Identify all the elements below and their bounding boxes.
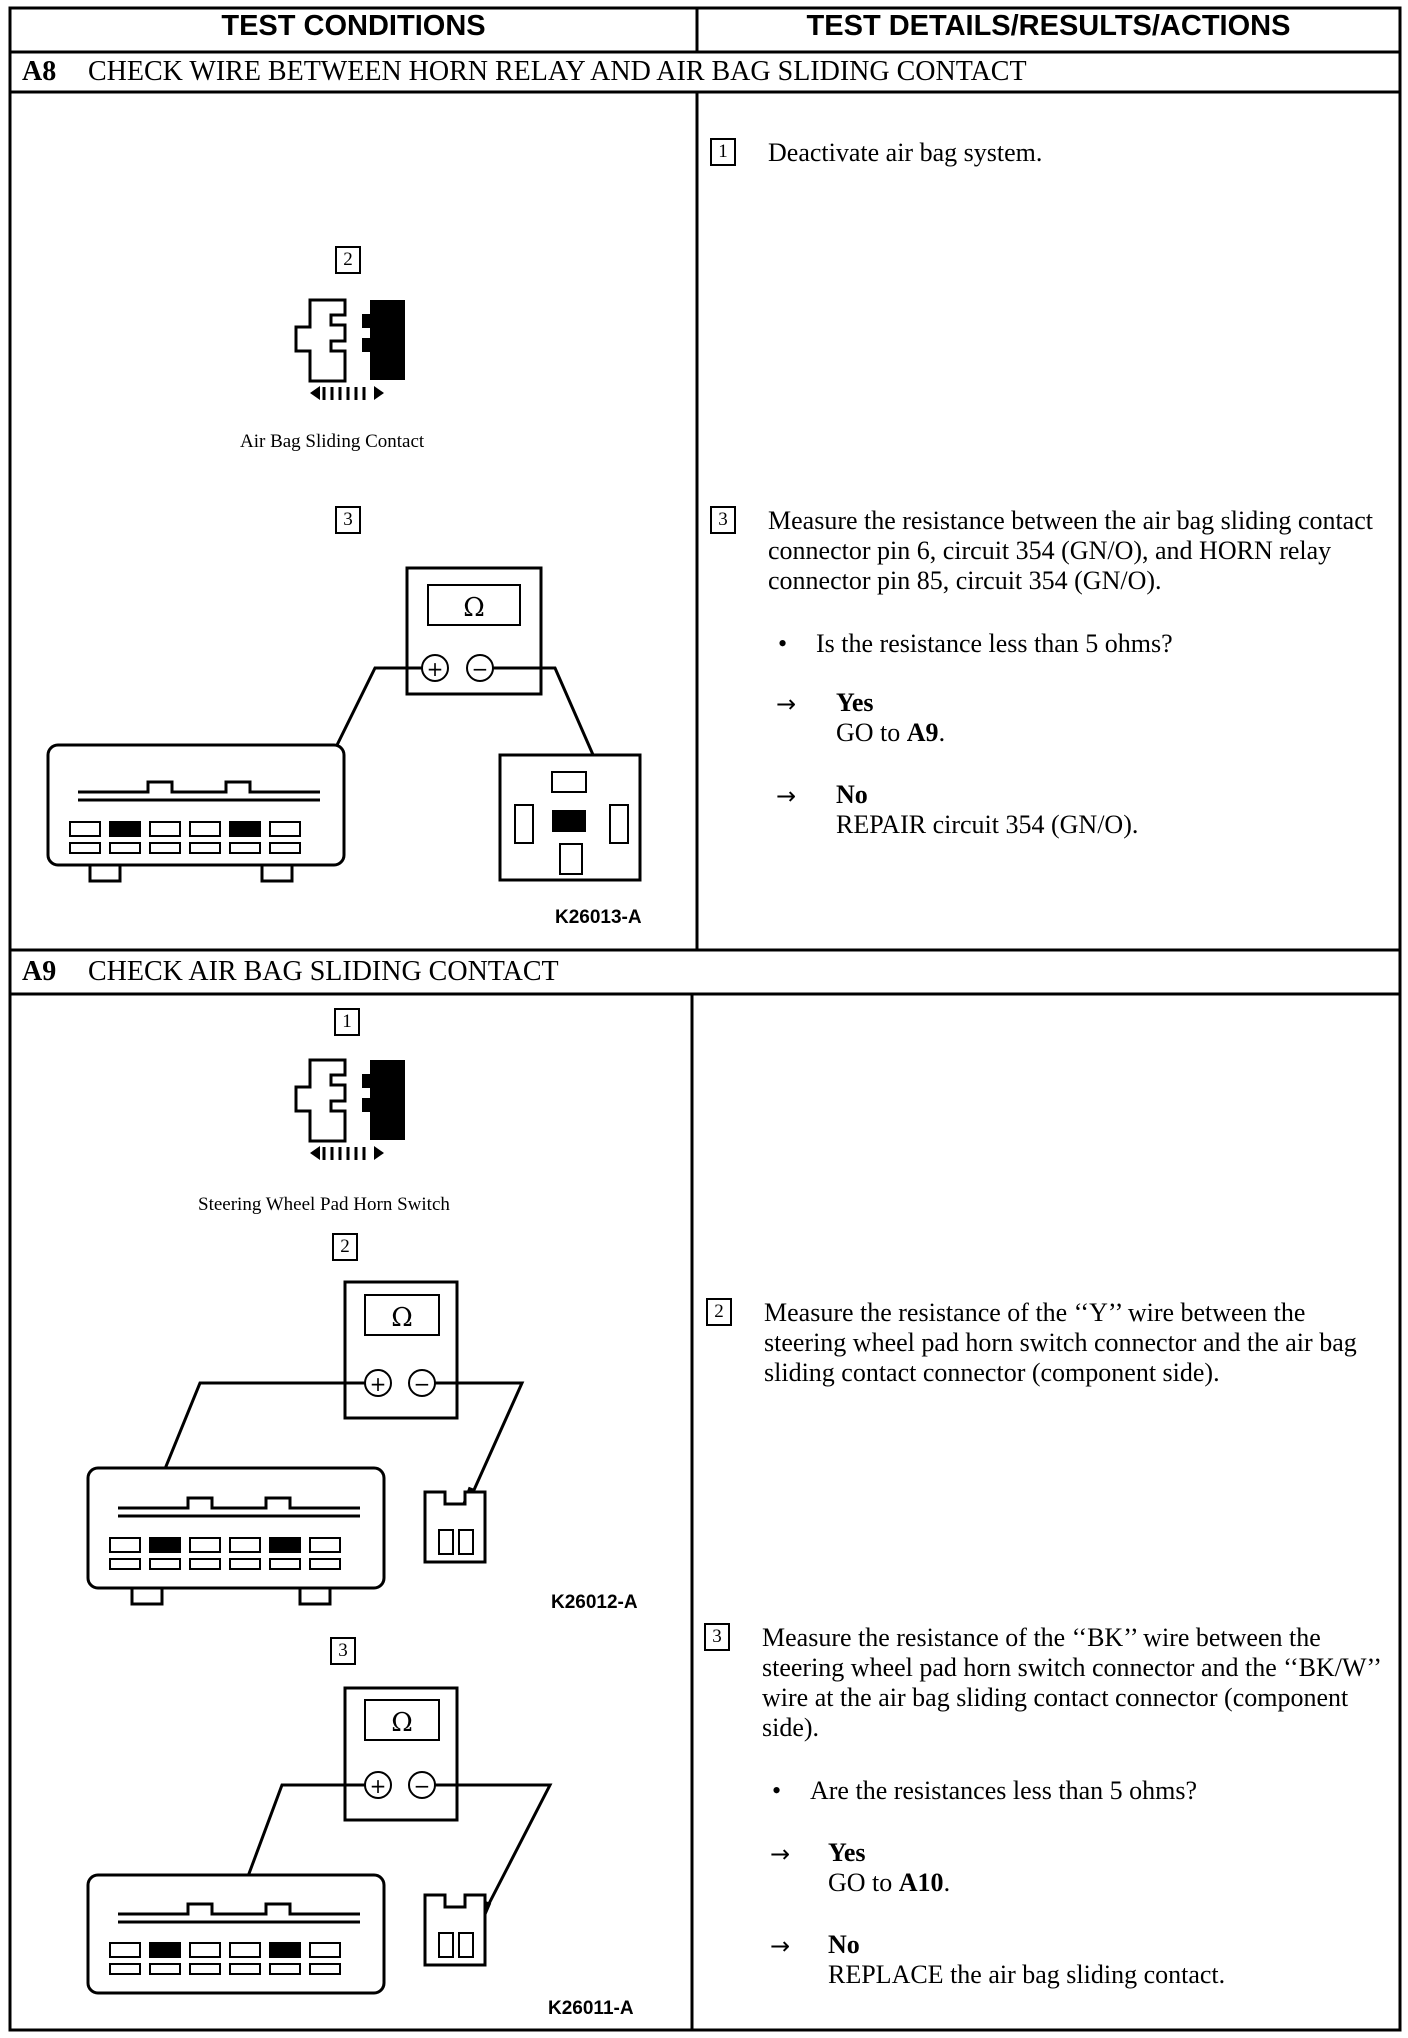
- ohm-symbol: Ω: [463, 593, 485, 623]
- svg-text:−: −: [472, 657, 489, 681]
- a8-no-label: No: [836, 780, 868, 809]
- a8-step-3-box-right: 3: [710, 506, 736, 534]
- a8-yes-label: Yes: [836, 688, 874, 717]
- svg-text:+: +: [427, 657, 444, 681]
- a8-question-bullet: •: [778, 629, 788, 658]
- a9-step-2-text: Measure the resistance of the ‘‘Y’’ wire…: [764, 1298, 1357, 1387]
- a9-figure-id-2: K26011-A: [548, 1998, 634, 2019]
- a8-caption-connector: Air Bag Sliding Contact: [240, 431, 425, 452]
- a9-step-2-box: 2: [332, 1233, 358, 1261]
- connector-disconnect-icon: [294, 298, 405, 400]
- a9-figure-id-1: K26012-A: [551, 1592, 638, 1613]
- a9-yes-action: GO to A10.: [828, 1868, 951, 1897]
- a9-step-1-box: 1: [334, 1008, 360, 1036]
- a9-question-bullet: •: [772, 1776, 782, 1805]
- a8-step-3-text: Measure the resistance between the air b…: [768, 506, 1373, 595]
- a9-caption-connector: Steering Wheel Pad Horn Switch: [198, 1194, 450, 1215]
- a9-no-label: No: [828, 1930, 860, 1959]
- header-test-conditions: TEST CONDITIONS: [221, 10, 486, 42]
- section-a8-code: A8: [22, 56, 57, 87]
- svg-text:+: +: [370, 1372, 387, 1396]
- svg-text:−: −: [414, 1372, 431, 1396]
- a9-question: Are the resistances less than 5 ohms?: [810, 1776, 1198, 1805]
- a8-question: Is the resistance less than 5 ohms?: [816, 629, 1173, 658]
- ohm-symbol: Ω: [391, 1708, 413, 1738]
- a8-step-2-box: 2: [335, 246, 361, 274]
- section-a8-heading: CHECK WIRE BETWEEN HORN RELAY AND AIR BA…: [88, 56, 1027, 87]
- a8-step-1-text: Deactivate air bag system.: [768, 138, 1043, 167]
- a9-step-3-box: 3: [330, 1637, 356, 1665]
- section-a9-title: A9 CHECK AIR BAG SLIDING CONTACT: [22, 956, 559, 988]
- a8-figure-id: K26013-A: [555, 907, 642, 928]
- a8-no-arrow: →: [776, 782, 797, 810]
- connector-disconnect-icon-a9: [294, 1058, 405, 1160]
- a8-yes-target: A9: [906, 718, 939, 747]
- section-a9-code: A9: [22, 956, 57, 987]
- a9-yes-label: Yes: [828, 1838, 866, 1867]
- section-a9-heading: CHECK AIR BAG SLIDING CONTACT: [88, 956, 559, 987]
- a9-ohmmeter-diagram-1: Ω + −: [86, 1280, 525, 1606]
- ohm-symbol: Ω: [391, 1303, 413, 1333]
- a8-yes-arrow: →: [776, 690, 797, 718]
- a8-yes-action: GO to A9.: [836, 718, 946, 747]
- a9-step-3-box-right: 3: [704, 1623, 730, 1651]
- a8-ohmmeter-diagram: Ω + −: [46, 566, 642, 883]
- a9-no-arrow: →: [770, 1932, 791, 1960]
- a9-step-2-box-right: 2: [706, 1298, 732, 1326]
- section-a8-title: A8 CHECK WIRE BETWEEN HORN RELAY AND AIR …: [22, 56, 1027, 88]
- a9-yes-arrow: →: [770, 1840, 791, 1868]
- header-test-details: TEST DETAILS/RESULTS/ACTIONS: [806, 10, 1291, 42]
- a8-no-action: REPAIR circuit 354 (GN/O).: [836, 810, 1139, 839]
- a9-yes-target: A10: [898, 1868, 944, 1897]
- a9-step-3-text: Measure the resistance of the ‘‘BK’’ wir…: [762, 1623, 1380, 1742]
- a8-step-3-box: 3: [335, 506, 361, 534]
- a8-step-1-box: 1: [710, 138, 736, 166]
- a9-no-action: REPLACE the air bag sliding contact.: [828, 1960, 1226, 1989]
- svg-text:+: +: [370, 1774, 387, 1798]
- svg-text:−: −: [414, 1774, 431, 1798]
- a9-ohmmeter-diagram-2: Ω + −: [86, 1686, 553, 1995]
